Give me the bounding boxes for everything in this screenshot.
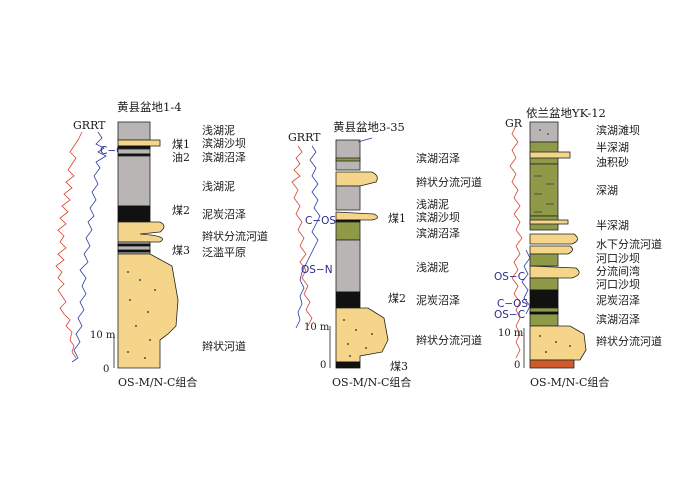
column-3-facies-7: 河口沙坝 [596,251,640,265]
column-1-scale-10m: 10 m [90,330,116,341]
column-1-mudstone-top [117,121,151,141]
column-2-scale-0: 0 [320,360,326,371]
column-3-scale-0: 0 [514,360,520,371]
column-2-facies-5: 滨湖沼泽 [416,226,460,240]
column-2-mudstone-top [335,139,361,171]
column-3-mouth-bar-upper [529,245,573,255]
column-2-annotation-os-n: OS−N [301,264,333,276]
column-3-interdistributary-bay [529,253,559,267]
column-1: 黄县盆地1-4 GRRT C−C 10 m 0 煤1 油2 煤2 [55,100,268,389]
column-1-mudstone-mid [117,155,151,207]
column-3-beach-bar [529,121,559,143]
column-1-red-log-curve [55,131,83,359]
column-1-log-label: GRRT [73,119,106,132]
column-1-braided-channel-sand [117,221,165,243]
column-1-coal-label-4: 煤3 [172,244,190,257]
column-3-facies-9: 河口沙坝 [596,277,640,291]
column-3-conglomerate-base [529,359,575,369]
column-3-facies-12: 辫状分流河道 [596,334,662,348]
column-2-sand-dots [343,319,373,357]
column-2-facies-8: 辫状分流河道 [416,333,482,347]
column-2-facies-7: 泥炭沼泽 [416,293,460,307]
column-1-title: 黄县盆地1-4 [117,100,182,114]
column-3-facies-5: 半深湖 [596,218,629,232]
column-2-blue-log-curve [295,145,321,329]
column-2-red-log-curve [291,145,313,327]
column-2-annotation-c-os: C−OS [305,215,336,227]
column-3-title: 依兰盆地YK-12 [526,106,606,120]
column-2-scale-10m: 10 m [304,322,330,333]
column-1-braided-river-sand [117,253,179,369]
column-2-title: 黄县盆地3-35 [333,120,405,134]
column-3-peat-swamp [529,289,559,309]
column-3-annotation-os-c-lower: OS−C [494,309,525,321]
column-1-coal-2 [117,205,151,223]
column-2-coal-label-1: 煤1 [388,212,406,225]
column-1-facies-3: 滨湖沼泽 [202,150,246,164]
column-2-coal-2 [335,291,361,309]
column-2-facies-1: 滨湖沼泽 [416,151,460,165]
column-1-coal-1 [117,145,151,150]
column-1-coal-label-3: 煤2 [172,204,190,217]
column-1-bar-sand [117,139,161,147]
column-2-facies-6: 浅湖泥 [416,261,449,274]
column-3-facies-2: 半深湖 [596,140,629,154]
column-1-facies-8: 辫状河道 [202,339,246,353]
column-3-braided-distributary-channel [529,325,587,361]
column-3-facies-8: 分流间湾 [596,264,640,278]
column-3-dash-pattern [534,175,554,213]
column-3-turbidite-sand [529,151,571,159]
column-2-coal-3 [335,361,361,369]
column-2-facies-4: 滨湖沙坝 [416,210,460,224]
column-2-mudstone-lower [335,239,361,293]
column-1-combo-label: OS-M/N-C组合 [118,375,197,389]
column-2-coal-label-3: 煤3 [390,360,408,373]
column-1-sand-dots [127,271,156,359]
column-2-mudstone-mid [335,185,361,211]
column-1-coal-label-2: 油2 [172,150,190,164]
column-3-red-log-curve [509,125,523,359]
column-3-mouth-bar-lower [529,265,580,279]
column-2-braided-channel-sand-upper [335,171,378,187]
column-3-facies-10: 泥炭沼泽 [596,293,640,307]
column-2-facies-3: 浅湖泥 [416,198,449,211]
column-3-log-label: GR [505,117,523,130]
column-1-scale-0: 0 [103,364,109,375]
column-1-facies-7: 泛滥平原 [202,246,246,259]
column-1-facies-4: 浅湖泥 [202,180,235,193]
column-3-annotation-os-c-upper: OS−C [494,271,525,283]
column-3-combo-label: OS-M/N-C组合 [530,375,609,389]
column-1-facies-6: 辫状分流河道 [202,229,268,243]
column-1-facies-2: 滨湖沙坝 [202,136,246,150]
column-3-facies-6: 水下分流河道 [596,237,662,251]
column-3-scale-10m: 10 m [498,328,524,339]
column-2: 黄县盆地3-35 GRRT C−OS OS−N 10 m 0 煤1 煤2 煤3 … [288,120,482,389]
column-1-facies-1: 浅湖泥 [202,124,235,137]
column-2-coal-label-2: 煤2 [388,292,406,305]
column-2-log-label: GRRT [288,131,321,144]
column-3-lakeshore-swamp [529,307,559,327]
column-3: 依兰盆地YK-12 GR OS−C C−OS OS−C [494,106,662,389]
column-3-deep-lake [529,163,559,217]
column-1-facies-5: 泥炭沼泽 [202,207,246,221]
column-2-swamp-layer [335,221,361,241]
column-2-facies-2: 辫状分流河道 [416,175,482,189]
column-2-braided-channel-sand-lower [335,307,389,363]
column-1-blue-log-curve [71,131,107,363]
column-1-coal-label-1: 煤1 [172,138,190,151]
column-3-annotation-c-os: C−OS [497,298,528,310]
column-1-coal-3 [117,243,151,247]
column-2-bar-sand [335,211,378,221]
column-3-facies-4: 深湖 [596,184,618,197]
column-2-combo-label: OS-M/N-C组合 [332,375,411,389]
column-3-distributary-channel [529,233,578,245]
column-3-facies-11: 滨湖沼泽 [596,312,640,326]
column-3-blue-log-curve [521,249,531,315]
column-3-facies-1: 滨湖滩坝 [596,123,640,137]
column-3-facies-3: 浊积砂 [596,156,629,169]
